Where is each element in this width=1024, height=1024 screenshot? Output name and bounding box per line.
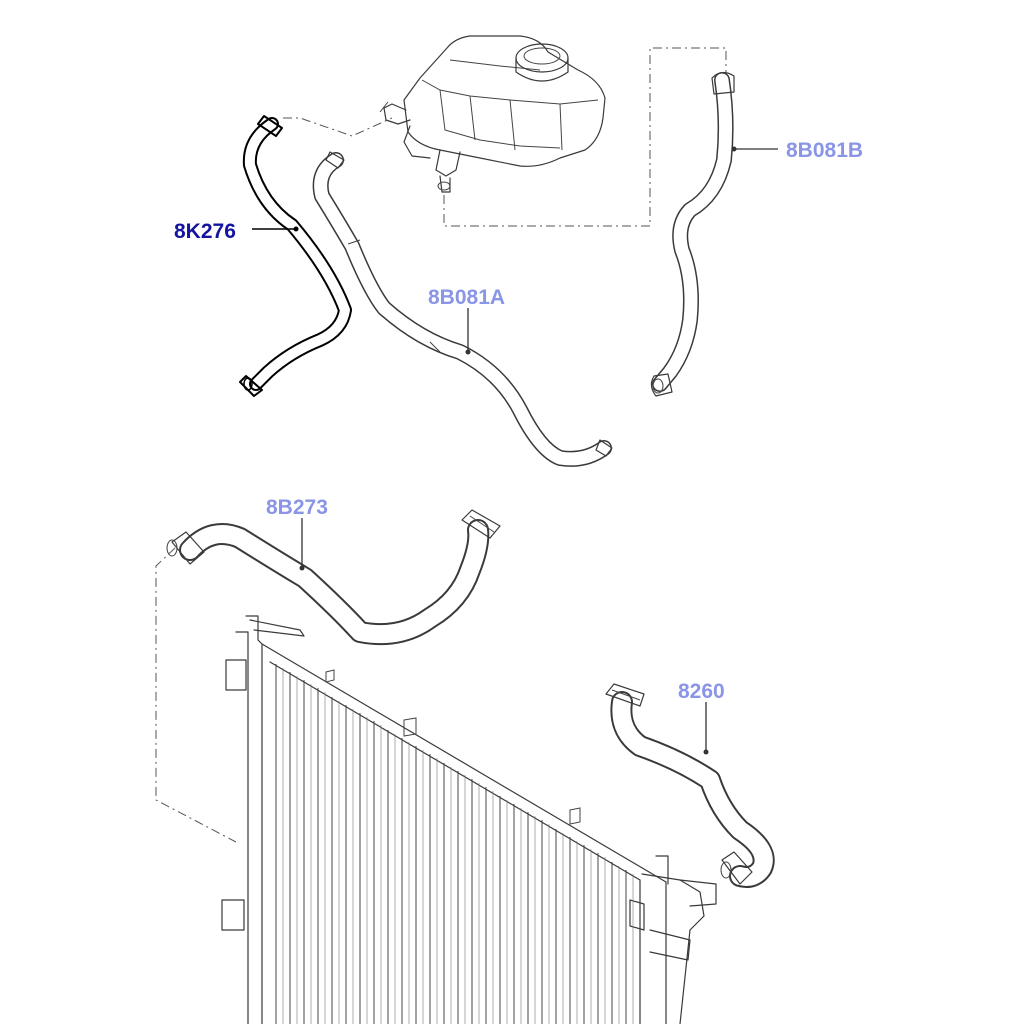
label-8B081B[interactable]: 8B081B <box>786 139 863 162</box>
hose-8B081A[interactable] <box>312 151 613 467</box>
hose-8B081B[interactable] <box>650 71 735 397</box>
hose-8B273[interactable] <box>166 509 501 646</box>
radiator-fins <box>275 664 627 1024</box>
hose-8260[interactable] <box>605 683 775 888</box>
part-labels: 8K276 8B081A 8B081B 8B273 8260 <box>174 139 863 703</box>
label-8B273[interactable]: 8B273 <box>266 496 328 519</box>
coolant-expansion-tank <box>379 35 606 193</box>
radiator-core <box>221 615 717 1024</box>
label-8B081A[interactable]: 8B081A <box>428 286 505 309</box>
leader-lines <box>252 146 778 755</box>
hose-8K276[interactable] <box>239 115 352 397</box>
label-8K276[interactable]: 8K276 <box>174 220 236 243</box>
label-8260[interactable]: 8260 <box>678 680 725 703</box>
radiator-fins-inner <box>282 668 634 1024</box>
locator-lines <box>155 47 727 843</box>
